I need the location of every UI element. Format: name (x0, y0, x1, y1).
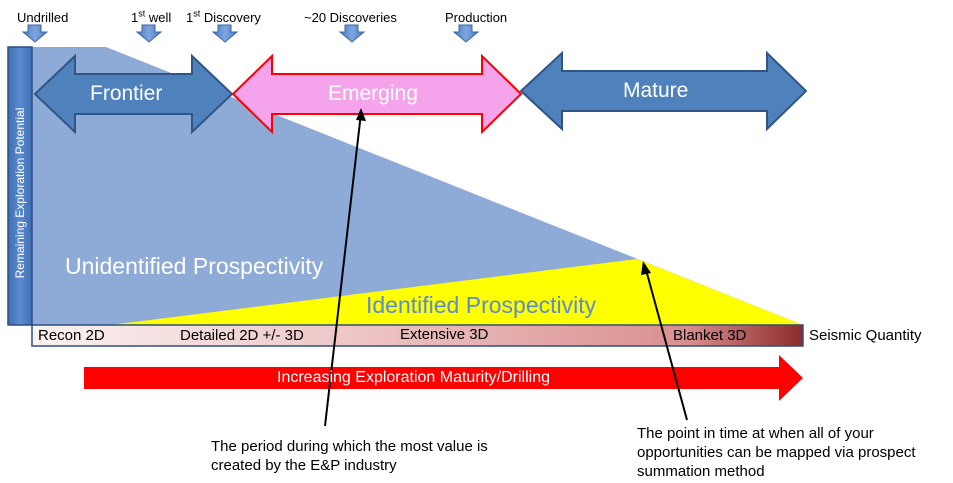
seismic-stage-label: Extensive 3D (400, 326, 489, 343)
stage-label-emerging: Emerging (328, 82, 418, 105)
point-pointer-arrowhead (641, 261, 651, 275)
period-pointer-line (324, 112, 362, 427)
milestone-first-well: 1st well (131, 8, 172, 25)
stage-label-frontier: Frontier (90, 82, 163, 105)
milestone-undrilled: Undrilled (17, 10, 69, 25)
seismic-quantity-label: Seismic Quantity (809, 327, 922, 344)
stage-label-mature: Mature (623, 79, 689, 102)
seismic-stage-label: Detailed 2D +/- 3D (180, 327, 304, 344)
down-arrow-icon (21, 24, 49, 43)
y-axis-label: Remaining Exploration Potential (13, 107, 27, 279)
period-pointer-arrowhead (356, 108, 366, 121)
seismic-stage-label: Recon 2D (38, 327, 105, 344)
unidentified-prospectivity-region (32, 47, 803, 325)
y-axis-bar (7, 46, 33, 326)
point-pointer-line (644, 265, 688, 421)
down-arrow-icon (211, 24, 239, 43)
identified-prospectivity-label: Identified Prospectivity (366, 292, 597, 318)
seismic-stage-label: Blanket 3D (673, 327, 747, 344)
milestone-production: Production (445, 10, 508, 25)
down-arrow-icon (338, 24, 366, 43)
point-annotation: The point in time at when all of your op… (637, 425, 916, 480)
down-arrow-icon (452, 24, 480, 43)
maturity-arrow-label: Increasing Exploration Maturity/Drilling (277, 369, 550, 386)
mature-double-arrow (519, 50, 808, 132)
unidentified-prospectivity-label: Unidentified Prospectivity (65, 253, 324, 279)
period-annotation: The period during which the most value i… (211, 438, 488, 474)
down-arrow-icon (135, 24, 163, 43)
milestone-first-discovery: 1st Discovery (186, 8, 261, 25)
milestone-twenty-discoveries: ~20 Discoveries (304, 10, 397, 25)
milestone-arrows (21, 24, 480, 43)
emerging-double-arrow (231, 53, 523, 135)
identified-prospectivity-region (110, 259, 803, 325)
maturity-drilling-arrow (84, 355, 803, 401)
seismic-quantity-bar (31, 324, 804, 347)
